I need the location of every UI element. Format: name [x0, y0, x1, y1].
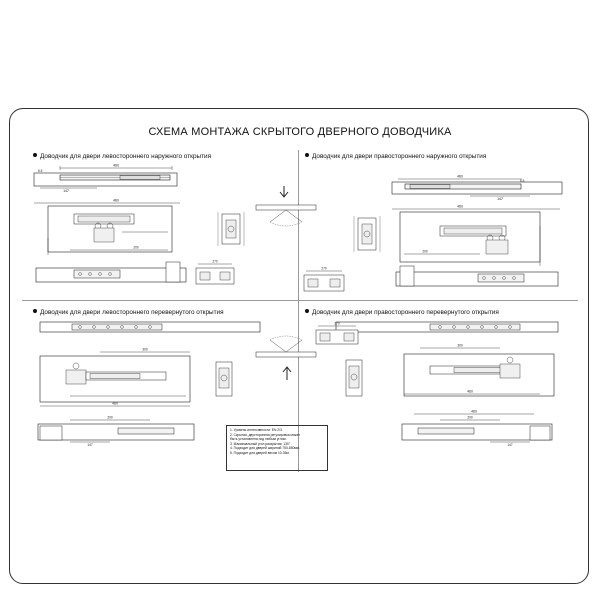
note-line: быть установлена под любым углом.	[230, 437, 287, 442]
top-left-bracket-detail: 270	[195, 260, 235, 285]
quadrant-title-text: Доводчик для двери правостороннего перев…	[312, 309, 499, 316]
bottom-left-frame-view: 300 460	[39, 348, 191, 407]
dimension-label: 6.5	[38, 169, 43, 173]
dimension-label: 460	[471, 410, 477, 414]
top-right-bracket-detail: 270	[303, 267, 345, 292]
top-right-frame-view: 460 200	[392, 205, 560, 266]
bottom-left-side-detail	[215, 361, 233, 397]
quadrant-title-top-right: Доводчик для двери правостороннего наруж…	[305, 153, 486, 160]
dimension-label: 460	[467, 390, 473, 394]
note-line: 4. Подходит для дверей шириной 750-850мм…	[230, 446, 300, 451]
dimension-label: 147	[87, 443, 93, 447]
installation-notes: 1. Уровень интенсивности: EN 2/3. 2. Скр…	[226, 425, 328, 471]
note-line: 3. Максимальный угол раскрытия: 130°	[230, 441, 291, 446]
vertical-divider	[298, 150, 299, 472]
bottom-right-bottom-rail: 460 200 147	[401, 410, 553, 447]
top-right-bottom-rail	[395, 265, 559, 287]
dimension-label: 270	[321, 267, 327, 271]
dimension-label: 460	[113, 199, 119, 203]
quadrant-title-top-left: Доводчик для двери левостороннего наружн…	[33, 153, 211, 160]
dimension-label: 6.5	[520, 179, 525, 183]
page-title: СХЕМА МОНТАЖА СКРЫТОГО ДВЕРНОГО ДОВОДЧИК…	[148, 126, 452, 138]
bullet-icon	[33, 309, 37, 314]
quadrant-title-bottom-left: Доводчик для двери левостороннего переве…	[33, 309, 224, 316]
bottom-left-closer-top-view	[39, 321, 261, 333]
dimension-label: 200	[467, 416, 473, 420]
top-right-closer-top-view: 460 147 6.5	[391, 175, 563, 201]
dimension-label: 200	[422, 250, 428, 254]
bullet-icon	[305, 309, 309, 314]
door-swing-diagram-top	[255, 186, 317, 227]
bullet-icon	[33, 153, 37, 158]
bottom-right-bracket-detail: 270	[315, 322, 359, 345]
bottom-right-frame-view: 300 460	[403, 344, 555, 397]
dimension-label: 200	[107, 416, 113, 420]
bullet-icon	[305, 153, 309, 158]
dimension-label: 300	[142, 348, 148, 352]
dimension-label: 300	[457, 344, 463, 348]
dimension-label: 270	[334, 322, 340, 326]
quadrant-title-text: Доводчик для двери правостороннего наруж…	[312, 153, 487, 160]
dimension-label: 147	[507, 443, 513, 447]
dimension-label: 460	[113, 164, 119, 168]
top-left-frame-view: 460 200	[34, 199, 180, 255]
top-left-bottom-rail	[35, 261, 187, 283]
quadrant-title-text: Доводчик для двери левостороннего наружн…	[40, 153, 212, 160]
dimension-label: 460	[112, 402, 118, 406]
dimension-label: 147	[497, 197, 503, 201]
dimension-label: 147	[63, 189, 69, 193]
dimension-label: 200	[133, 246, 139, 250]
bottom-right-closer-top-view	[335, 321, 559, 333]
dimension-label: 460	[457, 175, 463, 179]
horizontal-divider	[22, 300, 578, 301]
bottom-right-side-detail	[345, 359, 363, 397]
dimension-label: 270	[212, 260, 218, 264]
top-left-side-detail	[217, 212, 245, 246]
door-swing-diagram-bottom	[255, 335, 317, 380]
quadrant-title-bottom-right: Доводчик для двери правостороннего перев…	[305, 309, 499, 316]
note-line: 5. Подходит для дверей весом 10-35кг.	[230, 450, 290, 455]
bottom-left-bottom-rail: 200 147	[37, 416, 195, 447]
top-right-side-detail	[353, 216, 381, 252]
note-line: 1. Уровень интенсивности: EN 2/3.	[230, 428, 283, 432]
top-left-closer-top-view: 460 147 6.5	[33, 164, 178, 193]
quadrant-title-text: Доводчик для двери левостороннего переве…	[40, 309, 224, 316]
note-line: 2. Скрытая, двусторонняя регулировка мож…	[230, 432, 300, 437]
dimension-label: 460	[457, 205, 463, 209]
